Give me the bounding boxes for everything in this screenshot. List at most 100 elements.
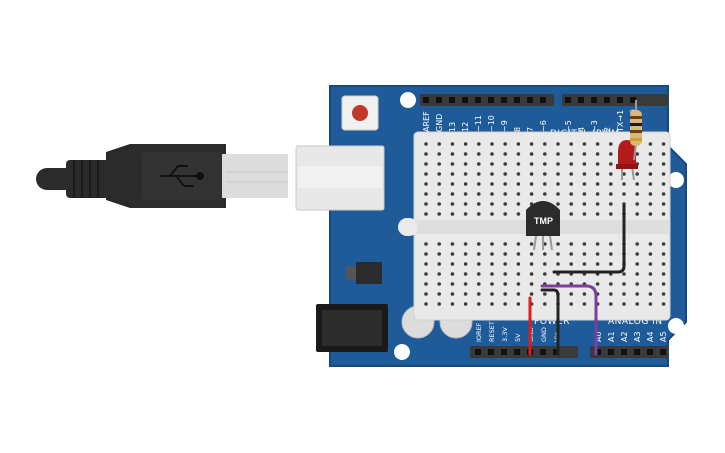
breadboard-hole[interactable]: [450, 172, 455, 176]
breadboard-hole[interactable]: [595, 212, 600, 216]
breadboard-hole[interactable]: [490, 152, 494, 156]
header-pin[interactable]: [475, 349, 481, 355]
breadboard-hole[interactable]: [648, 272, 653, 276]
breadboard-hole[interactable]: [609, 262, 613, 266]
breadboard-hole[interactable]: [635, 212, 639, 216]
breadboard-hole[interactable]: [424, 192, 428, 196]
breadboard-hole[interactable]: [477, 182, 481, 186]
breadboard-hole[interactable]: [477, 272, 481, 276]
header-pin[interactable]: [514, 97, 520, 103]
breadboard-hole[interactable]: [648, 162, 653, 166]
breadboard-hole[interactable]: [543, 272, 547, 276]
breadboard-hole[interactable]: [582, 142, 587, 146]
breadboard-hole[interactable]: [450, 242, 455, 246]
breadboard-hole[interactable]: [609, 142, 613, 146]
breadboard-hole[interactable]: [569, 212, 573, 216]
breadboard-hole[interactable]: [543, 192, 547, 196]
breadboard-hole[interactable]: [516, 212, 521, 216]
breadboard-hole[interactable]: [582, 262, 587, 266]
breadboard-hole[interactable]: [450, 292, 455, 296]
breadboard-hole[interactable]: [477, 162, 481, 166]
breadboard-hole[interactable]: [503, 142, 508, 146]
breadboard-hole[interactable]: [648, 152, 653, 156]
breadboard-hole[interactable]: [437, 152, 442, 156]
breadboard-hole[interactable]: [463, 242, 468, 246]
breadboard-hole[interactable]: [490, 192, 494, 196]
breadboard-hole[interactable]: [463, 202, 468, 206]
breadboard-hole[interactable]: [543, 162, 547, 166]
breadboard-hole[interactable]: [490, 182, 494, 186]
breadboard-hole[interactable]: [582, 252, 587, 256]
breadboard-hole[interactable]: [635, 282, 639, 286]
breadboard-hole[interactable]: [661, 142, 666, 146]
breadboard-hole[interactable]: [437, 202, 442, 206]
breadboard-hole[interactable]: [635, 252, 639, 256]
breadboard-hole[interactable]: [595, 162, 600, 166]
breadboard-hole[interactable]: [463, 282, 468, 286]
breadboard-hole[interactable]: [477, 252, 481, 256]
breadboard-hole[interactable]: [529, 162, 534, 166]
breadboard-hole[interactable]: [543, 292, 547, 296]
breadboard-hole[interactable]: [556, 192, 560, 196]
breadboard-hole[interactable]: [424, 142, 428, 146]
wire-black-ground[interactable]: [552, 204, 626, 274]
breadboard-hole[interactable]: [556, 202, 560, 206]
breadboard-hole[interactable]: [437, 192, 442, 196]
breadboard-hole[interactable]: [569, 142, 573, 146]
breadboard-hole[interactable]: [635, 182, 639, 186]
breadboard-hole[interactable]: [609, 202, 613, 206]
breadboard-hole[interactable]: [609, 152, 613, 156]
breadboard-hole[interactable]: [595, 202, 600, 206]
header-pin[interactable]: [630, 97, 636, 103]
breadboard-hole[interactable]: [595, 242, 600, 246]
breadboard-hole[interactable]: [635, 202, 639, 206]
breadboard-hole[interactable]: [582, 212, 587, 216]
breadboard-hole[interactable]: [450, 142, 455, 146]
breadboard-hole[interactable]: [450, 302, 455, 306]
power-header[interactable]: [470, 346, 578, 358]
breadboard-hole[interactable]: [569, 162, 573, 166]
breadboard-hole[interactable]: [477, 192, 481, 196]
breadboard-hole[interactable]: [516, 292, 521, 296]
breadboard-hole[interactable]: [477, 292, 481, 296]
breadboard-hole[interactable]: [437, 302, 442, 306]
breadboard-hole[interactable]: [424, 302, 428, 306]
breadboard-hole[interactable]: [477, 262, 481, 266]
breadboard-hole[interactable]: [516, 202, 521, 206]
breadboard-hole[interactable]: [622, 182, 626, 186]
breadboard-hole[interactable]: [529, 292, 534, 296]
digital-header[interactable]: [420, 94, 668, 106]
header-pin[interactable]: [449, 97, 455, 103]
breadboard-hole[interactable]: [556, 262, 560, 266]
header-pin[interactable]: [621, 349, 627, 355]
breadboard-hole[interactable]: [503, 172, 508, 176]
breadboard-hole[interactable]: [635, 292, 639, 296]
breadboard-hole[interactable]: [529, 242, 534, 246]
breadboard-hole[interactable]: [648, 302, 653, 306]
breadboard-hole[interactable]: [463, 152, 468, 156]
breadboard-hole[interactable]: [437, 182, 442, 186]
breadboard-hole[interactable]: [477, 172, 481, 176]
breadboard-hole[interactable]: [595, 142, 600, 146]
breadboard-hole[interactable]: [622, 272, 626, 276]
breadboard-hole[interactable]: [595, 262, 600, 266]
breadboard-hole[interactable]: [582, 152, 587, 156]
breadboard-hole[interactable]: [437, 212, 442, 216]
breadboard-hole[interactable]: [569, 292, 573, 296]
breadboard-hole[interactable]: [661, 262, 666, 266]
header-pin[interactable]: [595, 349, 601, 355]
breadboard-hole[interactable]: [635, 192, 639, 196]
header-pin[interactable]: [462, 97, 468, 103]
breadboard-hole[interactable]: [477, 282, 481, 286]
breadboard-hole[interactable]: [543, 142, 547, 146]
breadboard-hole[interactable]: [661, 242, 666, 246]
breadboard-hole[interactable]: [569, 242, 573, 246]
breadboard-hole[interactable]: [595, 182, 600, 186]
breadboard-hole[interactable]: [582, 292, 587, 296]
breadboard-hole[interactable]: [582, 182, 587, 186]
breadboard-hole[interactable]: [543, 262, 547, 266]
breadboard-hole[interactable]: [648, 242, 653, 246]
breadboard-hole[interactable]: [635, 152, 639, 156]
breadboard-hole[interactable]: [503, 282, 508, 286]
breadboard-hole[interactable]: [609, 292, 613, 296]
